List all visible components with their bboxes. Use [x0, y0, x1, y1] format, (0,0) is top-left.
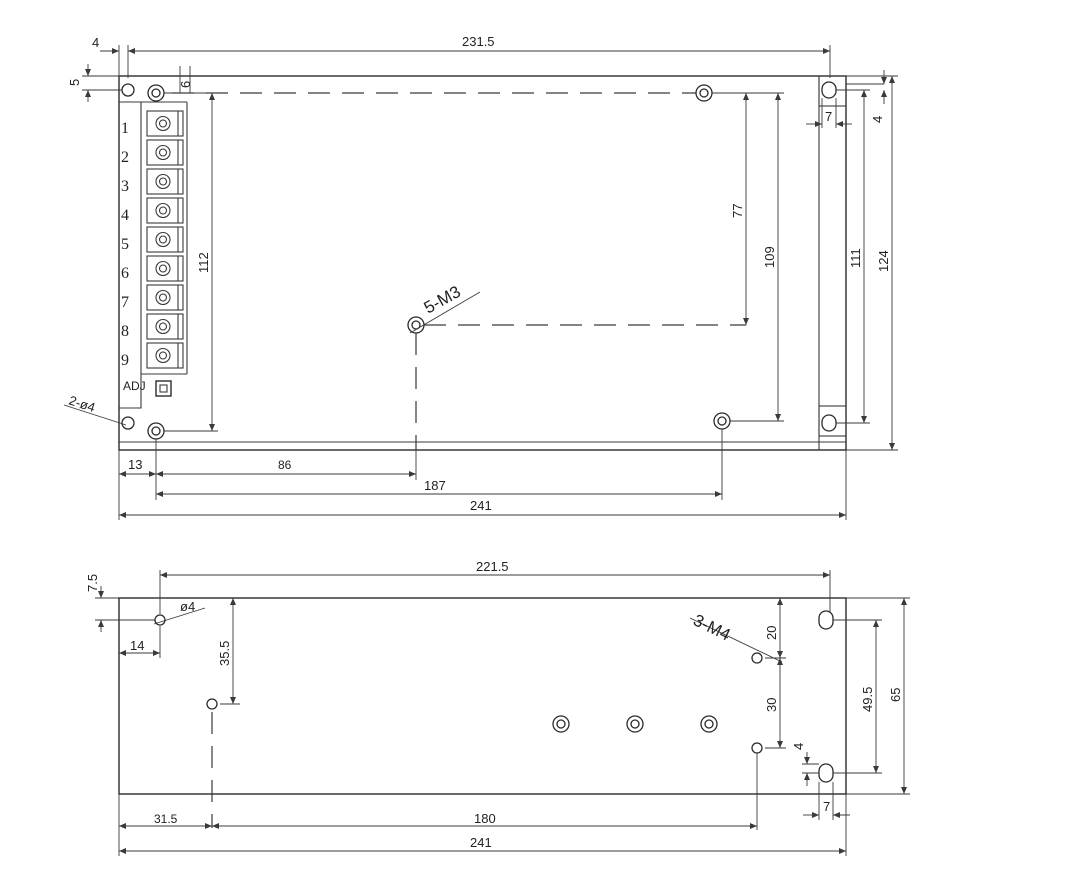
bottom-slot-bottom	[818, 763, 834, 783]
dim-86: 86	[278, 458, 292, 472]
dim-187: 187	[424, 478, 446, 493]
dim-14: 14	[130, 638, 144, 653]
dim-30: 30	[764, 698, 779, 712]
terminal-label-2: 2	[121, 149, 129, 166]
dim-124: 124	[876, 250, 891, 272]
dim-4-right: 4	[870, 116, 885, 123]
terminal-5	[146, 226, 184, 253]
bottom-view-dimensions: 221.5 7.5 ø4 14 35.5 3-M4 20 30 49.5	[85, 559, 910, 856]
dim-111: 111	[848, 248, 863, 268]
terminal-2	[146, 139, 184, 166]
terminal-label-5: 5	[121, 236, 129, 253]
dim-65: 65	[888, 688, 903, 702]
m3-screw-top-right	[695, 84, 713, 102]
bottom-view-outline	[118, 597, 847, 795]
dim-4-top: 4	[92, 35, 99, 50]
adj-potentiometer	[155, 380, 172, 397]
screw-3	[700, 715, 718, 733]
m3-screw-bottom-right	[713, 412, 731, 430]
top-view-outline	[118, 75, 847, 451]
terminal-label-8: 8	[121, 323, 129, 340]
terminal-label-3: 3	[121, 178, 129, 195]
dim-5: 5	[67, 79, 82, 86]
callout-dia4: ø4	[180, 599, 195, 614]
dim-180: 180	[474, 811, 496, 826]
dim-221-5: 221.5	[476, 559, 509, 574]
dim-241-top: 241	[470, 498, 492, 513]
screw-2	[626, 715, 644, 733]
terminal-9	[146, 342, 184, 369]
dim-7-top: 7	[825, 109, 832, 124]
terminal-6	[146, 255, 184, 282]
slot-top-right	[821, 81, 837, 99]
terminal-label-7: 7	[121, 294, 129, 311]
dim-31-5: 31.5	[154, 812, 178, 826]
dim-112: 112	[196, 252, 211, 273]
dim-109: 109	[762, 246, 777, 268]
dim-77: 77	[730, 204, 745, 218]
callout-2-dia4: 2-ø4	[67, 393, 97, 416]
slot-bottom-right	[821, 414, 837, 432]
terminal-label-1: 1	[121, 120, 129, 137]
m3-screw-center	[407, 316, 425, 334]
slot-bracket-bottom	[818, 405, 847, 437]
m3-screw-bottom-left	[147, 422, 165, 440]
dim-49-5: 49.5	[860, 687, 875, 712]
terminal-label-4: 4	[121, 207, 129, 224]
m4-hole-bottom	[751, 742, 763, 754]
dim-231-5: 231.5	[462, 34, 495, 49]
terminal-block	[146, 110, 184, 369]
terminal-3	[146, 168, 184, 195]
bottom-view	[118, 597, 847, 828]
callout-5-m3: 5-M3	[421, 282, 464, 317]
dim-241-bottom: 241	[470, 835, 492, 850]
top-view-dimensions: 231.5 4 5 6 112 77 109 111	[63, 34, 898, 520]
bottom-slot-top	[818, 610, 834, 630]
screw-1	[552, 715, 570, 733]
mount-hole-bottom-left	[121, 416, 135, 430]
terminal-1	[146, 110, 184, 137]
bottom-hole-left	[206, 698, 218, 710]
adj-potentiometer-inner	[159, 384, 168, 393]
adj-label: ADJ	[123, 379, 146, 393]
terminal-label-6: 6	[121, 265, 129, 282]
top-view: 1 2 3 4 5 6 7 8 9 ADJ	[118, 75, 847, 451]
dim-4-bottom: 4	[791, 743, 806, 750]
dim-20: 20	[764, 626, 779, 640]
terminal-4	[146, 197, 184, 224]
dim-6: 6	[178, 81, 193, 88]
terminal-8	[146, 313, 184, 340]
m3-screw-top-left	[147, 84, 165, 102]
dim-13: 13	[128, 457, 142, 472]
dim-35-5: 35.5	[217, 641, 232, 666]
callout-3-m4: 3-M4	[690, 611, 733, 645]
m4-hole-top	[751, 652, 763, 664]
dim-7-bottom: 7	[823, 799, 830, 814]
terminal-label-9: 9	[121, 352, 129, 369]
slot-bracket-top	[818, 75, 847, 107]
mount-hole-top-left	[121, 83, 135, 97]
terminal-7	[146, 284, 184, 311]
dim-7-5: 7.5	[85, 574, 100, 592]
